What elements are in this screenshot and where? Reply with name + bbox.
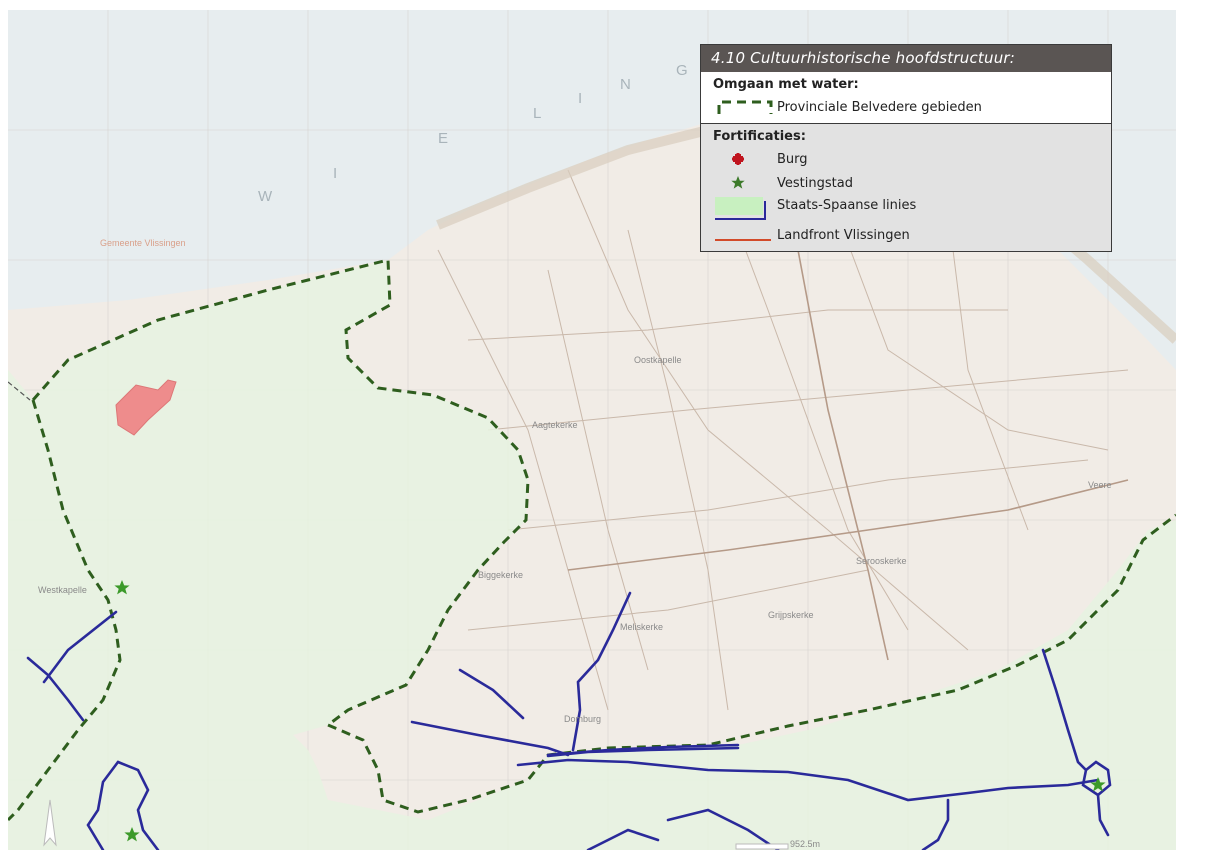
sea-letter: E [438,130,451,147]
place-label: Grijpskerke [768,610,814,620]
dashed-green-boundary-icon [713,96,777,118]
legend-item-label: Staats-Spaanse linies [777,197,917,213]
legend-item-label: Landfront Vlissingen [777,227,910,243]
belvedere-area-west [8,260,1176,850]
red-line-icon [713,224,777,246]
sea-letter: W [258,188,275,205]
road-network [437,149,1129,711]
legend-item-label: Burg [777,151,808,167]
place-label: Westkapelle [38,585,87,595]
vestingstad-star-icon[interactable] [114,580,130,595]
scale-bar [735,843,789,850]
secondary-roads [567,249,1129,661]
legend-heading: Omgaan met water: [713,77,859,92]
sea-letter: I [333,165,340,182]
place-label: Veere [1088,480,1112,490]
legend-item-vestingstad: Vestingstad [713,171,1099,195]
scale-label: 952.5m [790,839,821,849]
red-cross-icon [713,148,777,170]
sea-letter: N [620,76,633,93]
legend-item-burg: Burg [713,147,1099,171]
belvedere-boundary-main [31,258,530,727]
green-star-icon [713,172,777,194]
sea-letter: G [676,62,690,79]
north-arrow-icon [43,799,57,847]
legend-section-water: Omgaan met water: Provinciale Belvedere … [701,72,1111,123]
legend-item-label: Provinciale Belvedere gebieden [777,99,982,115]
green-area-blue-line-icon [713,195,777,223]
place-label: Aagtekerke [532,420,578,430]
legend-section-fortificaties: Fortificaties: Burg Vestingstad [701,123,1111,251]
place-label: Domburg [564,714,602,724]
legend-item-landfront: Landfront Vlissingen [713,223,1099,247]
legend-title: 4.10 Cultuurhistorische hoofdstructuur: [701,45,1111,72]
legend-item-staats-spaanse: Staats-Spaanse linies [713,195,1099,223]
belvedere-boundary-west [8,399,122,822]
legend-item-belvedere: Provinciale Belvedere gebieden [713,95,1099,119]
sea-letter: I [578,90,585,107]
burg-area [115,379,177,436]
vestingstad-star-icon[interactable] [124,827,140,842]
legend-item-label: Vestingstad [777,175,853,191]
sea-letter: L [533,105,544,122]
staats-spaanse-linies [26,591,1112,850]
place-label: Biggekerke [478,570,524,580]
legend-heading: Fortificaties: [713,129,806,144]
vestingstad-star-icon[interactable] [1090,777,1106,792]
map-edge-line [8,381,31,401]
place-label: Gemeente Vlissingen [100,238,186,248]
place-label: Oostkapelle [634,355,682,365]
place-label: Serooskerke [856,556,907,566]
place-label: Meliskerke [620,622,664,632]
map-legend: 4.10 Cultuurhistorische hoofdstructuur: … [700,44,1112,252]
vestingstad-markers [114,580,1106,842]
